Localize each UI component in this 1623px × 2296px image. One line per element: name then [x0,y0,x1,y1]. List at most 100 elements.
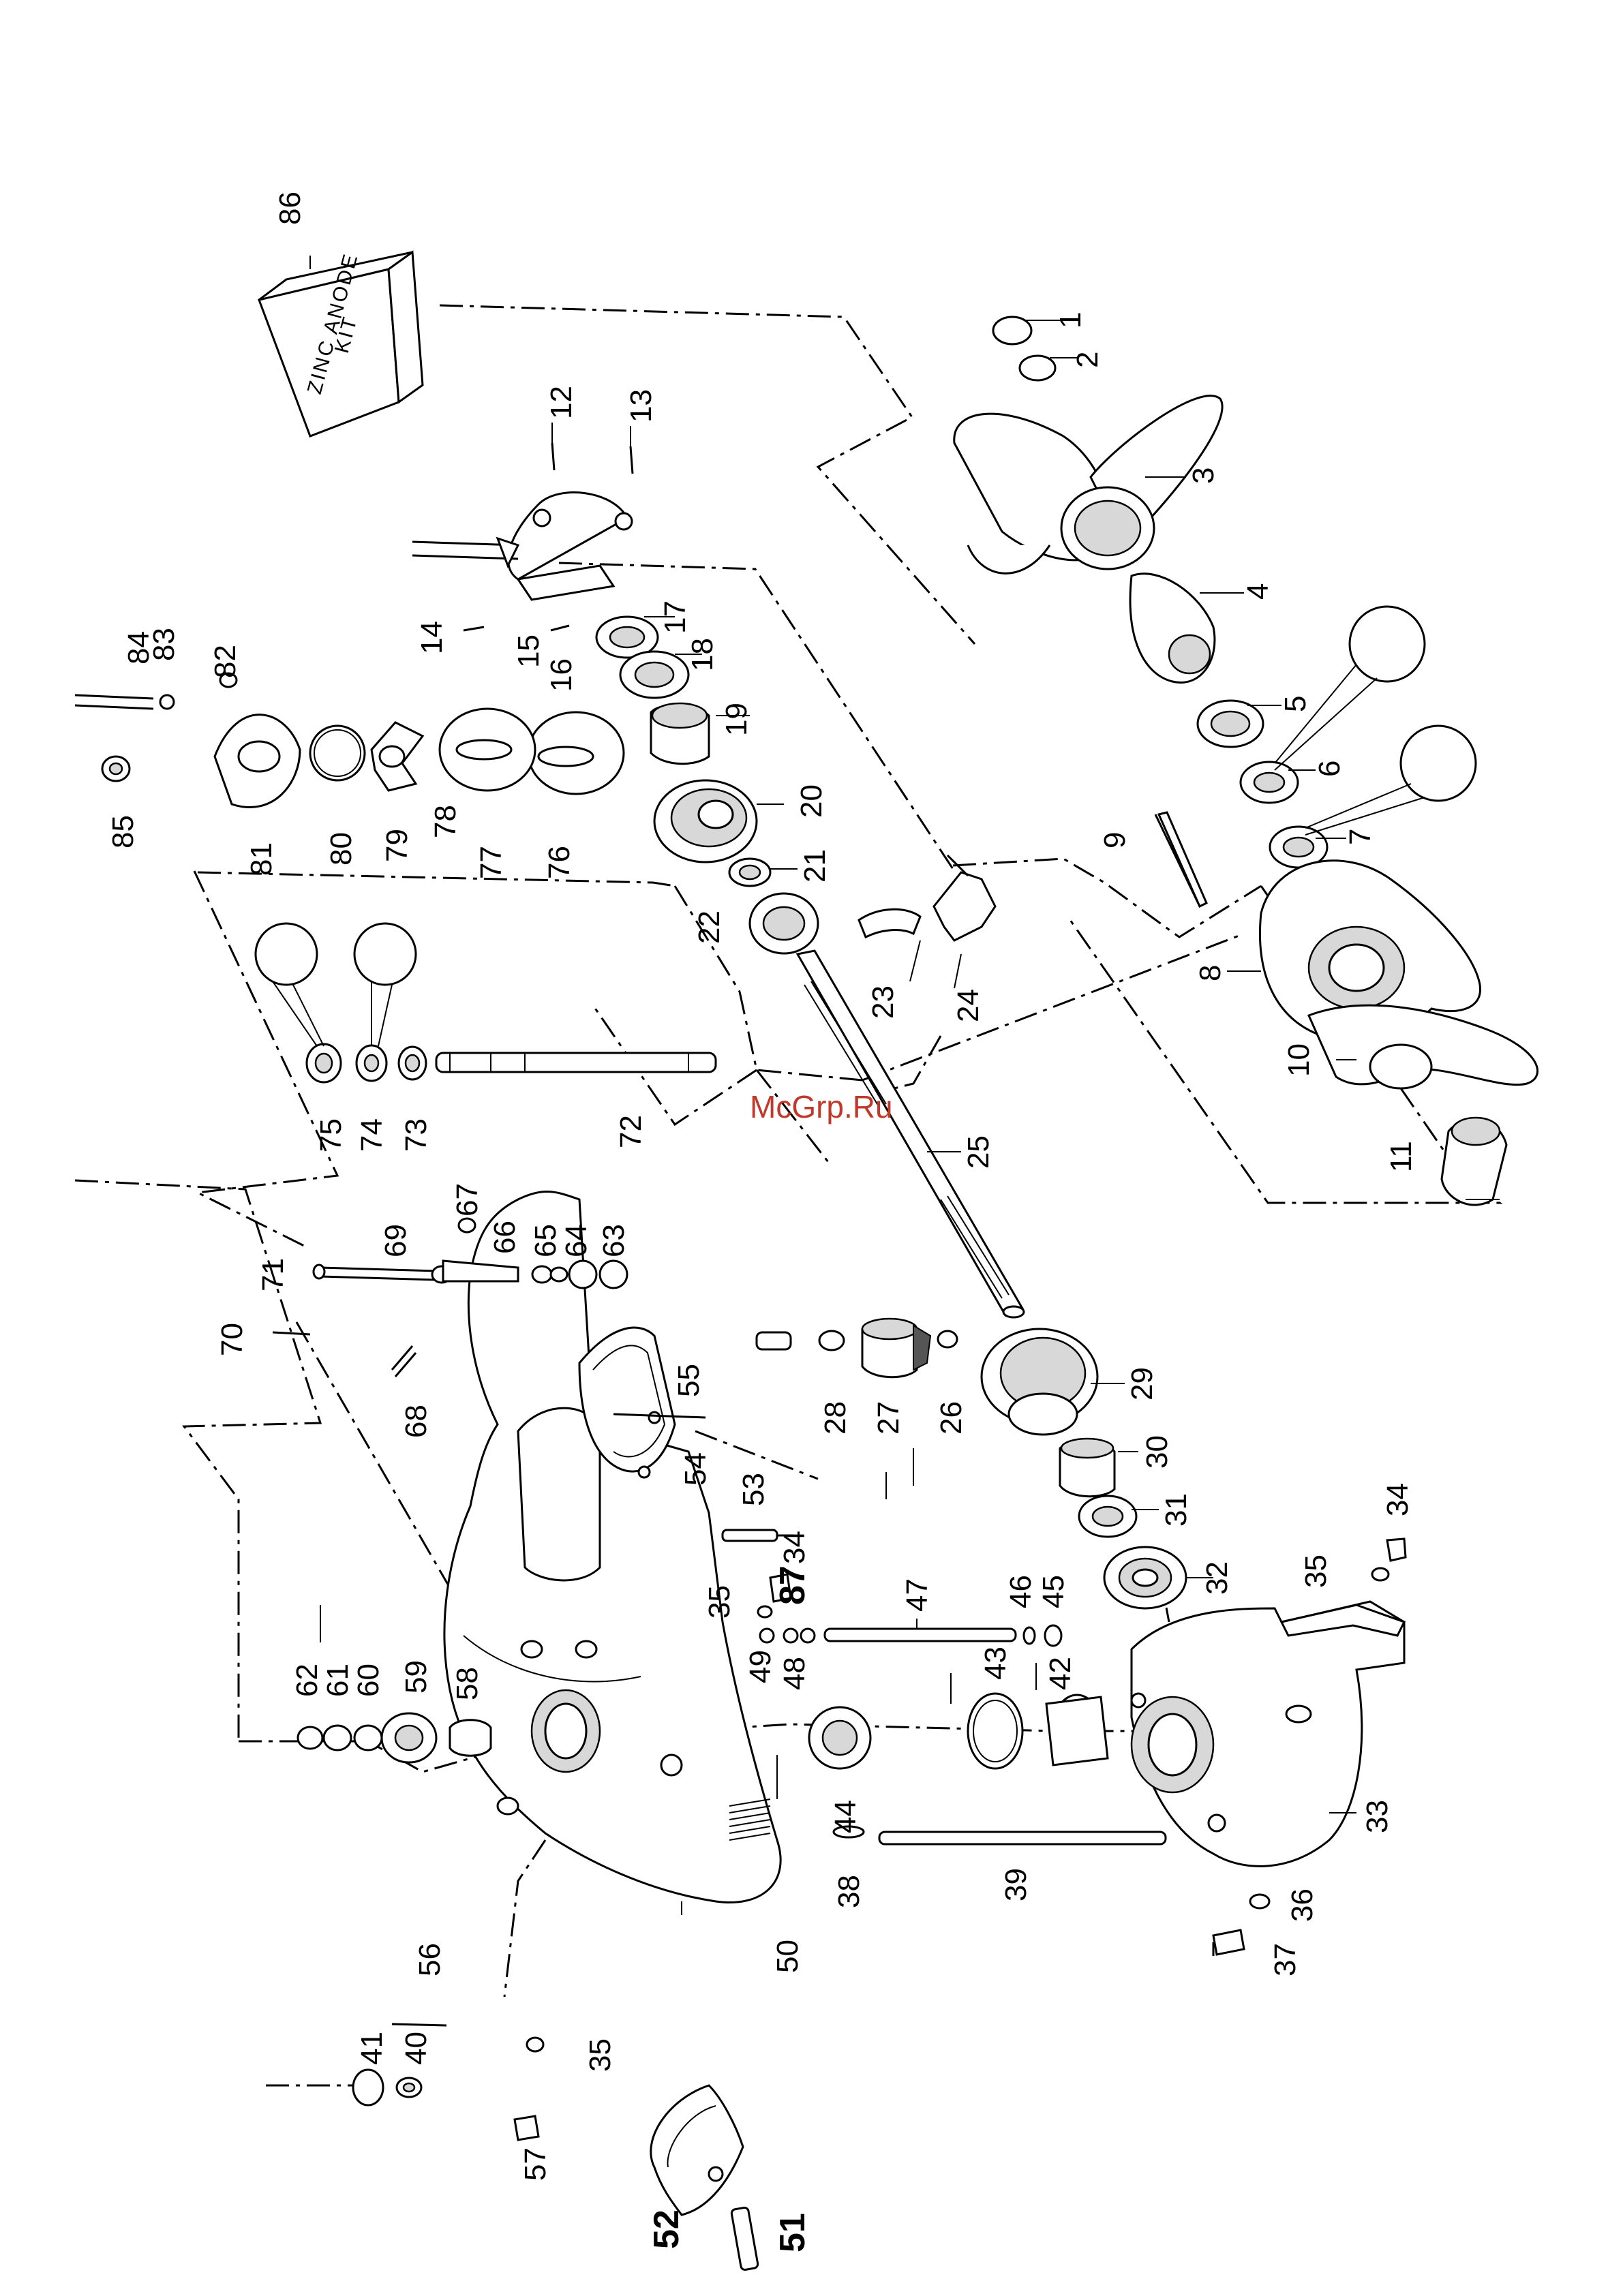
label-50: 50 [771,1940,804,1973]
clutch-and-shift-fork [750,855,995,953]
label-5: 5 [1279,696,1312,712]
label-59: 59 [399,1660,433,1694]
propeller-shaft [798,951,1024,1317]
label-82: 82 [209,645,242,678]
label-31: 31 [1159,1493,1193,1527]
label-87: 87 [773,1565,813,1605]
label-3: 3 [1187,468,1220,484]
label-28: 28 [819,1401,852,1435]
label-43: 43 [979,1647,1012,1680]
label-67: 67 [451,1183,484,1216]
label-55: 55 [672,1364,706,1397]
label-35-center: 35 [703,1585,736,1619]
label-30: 30 [1140,1435,1174,1469]
label-56: 56 [413,1943,446,1976]
label-37: 37 [1269,1943,1302,1976]
label-45: 45 [1037,1575,1070,1608]
label-52: 52 [647,2209,686,2249]
label-18: 18 [686,638,719,671]
label-42: 42 [1044,1657,1077,1690]
label-14: 14 [415,621,449,654]
label-85: 85 [106,815,140,848]
label-41: 41 [355,2032,389,2065]
label-8: 8 [1194,965,1227,981]
label-10: 10 [1282,1043,1316,1077]
label-79: 79 [380,829,414,862]
label-24: 24 [952,989,985,1022]
label-32: 32 [1200,1561,1234,1595]
label-7: 7 [1344,829,1377,845]
label-9: 9 [1098,832,1132,848]
label-70: 70 [215,1323,249,1356]
label-35-right: 35 [1299,1555,1333,1588]
label-26: 26 [935,1401,968,1435]
label-34-center: 34 [778,1531,811,1564]
label-81: 81 [245,842,278,876]
label-23: 23 [866,985,900,1019]
label-40: 40 [399,2032,433,2065]
label-38: 38 [832,1875,866,1908]
bearing-carrier [1155,812,1538,1205]
label-20: 20 [795,784,828,818]
label-21: 21 [798,849,832,883]
pump-bearing-stack [298,1713,491,1762]
watermark-text: McGrp.Ru [750,1089,893,1124]
label-84: 84 [122,631,155,664]
label-22: 22 [693,910,726,944]
label-15: 15 [512,634,545,668]
label-39: 39 [999,1868,1033,1901]
label-46: 46 [1004,1575,1037,1608]
label-65: 65 [529,1224,562,1257]
label-27: 27 [872,1401,905,1435]
label-16: 16 [545,658,578,692]
label-13: 13 [624,389,658,423]
label-44: 44 [829,1800,862,1833]
lower-unit-housing [444,1191,780,1902]
label-49: 49 [744,1650,777,1683]
label-63: 63 [597,1224,631,1257]
label-2: 2 [1071,352,1104,368]
label-11: 11 [1384,1141,1418,1172]
label-29: 29 [1125,1367,1159,1400]
propeller-assembly [954,317,1222,683]
label-19: 19 [720,703,753,736]
label-47: 47 [900,1578,934,1612]
label-36: 36 [1286,1888,1319,1922]
water-pump-assembly [75,673,624,808]
label-71: 71 [256,1258,290,1291]
label-72: 72 [614,1115,648,1148]
label-60: 60 [352,1664,385,1697]
label-53: 53 [737,1473,770,1506]
label-17: 17 [658,600,692,634]
prop-shaft-seals [1198,607,1476,868]
label-57: 57 [519,2147,552,2181]
label-66: 66 [488,1221,521,1254]
label-33: 33 [1361,1800,1394,1833]
label-48: 48 [778,1657,811,1690]
label-78: 78 [429,805,462,838]
label-80: 80 [324,832,358,866]
label-73: 73 [399,1118,433,1152]
shift-linkage-top [412,443,633,630]
label-75: 75 [314,1118,348,1152]
label-68: 68 [399,1405,433,1438]
label-74: 74 [355,1118,389,1152]
label-4: 4 [1241,583,1275,600]
label-25: 25 [962,1135,995,1169]
label-12: 12 [545,386,578,419]
label-1: 1 [1054,312,1087,328]
label-51: 51 [773,2213,813,2252]
label-76: 76 [543,846,576,879]
label-35-lower: 35 [583,2038,617,2072]
label-69: 69 [379,1224,412,1257]
label-62: 62 [290,1664,324,1697]
label-64: 64 [560,1224,593,1257]
label-6: 6 [1313,761,1346,777]
center-parts-stack [758,1574,1166,1844]
label-77: 77 [474,846,508,879]
drive-shaft [256,923,716,1082]
zinc-anode-kit-box: ZINC ANODE KIT [259,250,423,436]
label-58: 58 [451,1667,484,1700]
label-54: 54 [679,1452,712,1486]
